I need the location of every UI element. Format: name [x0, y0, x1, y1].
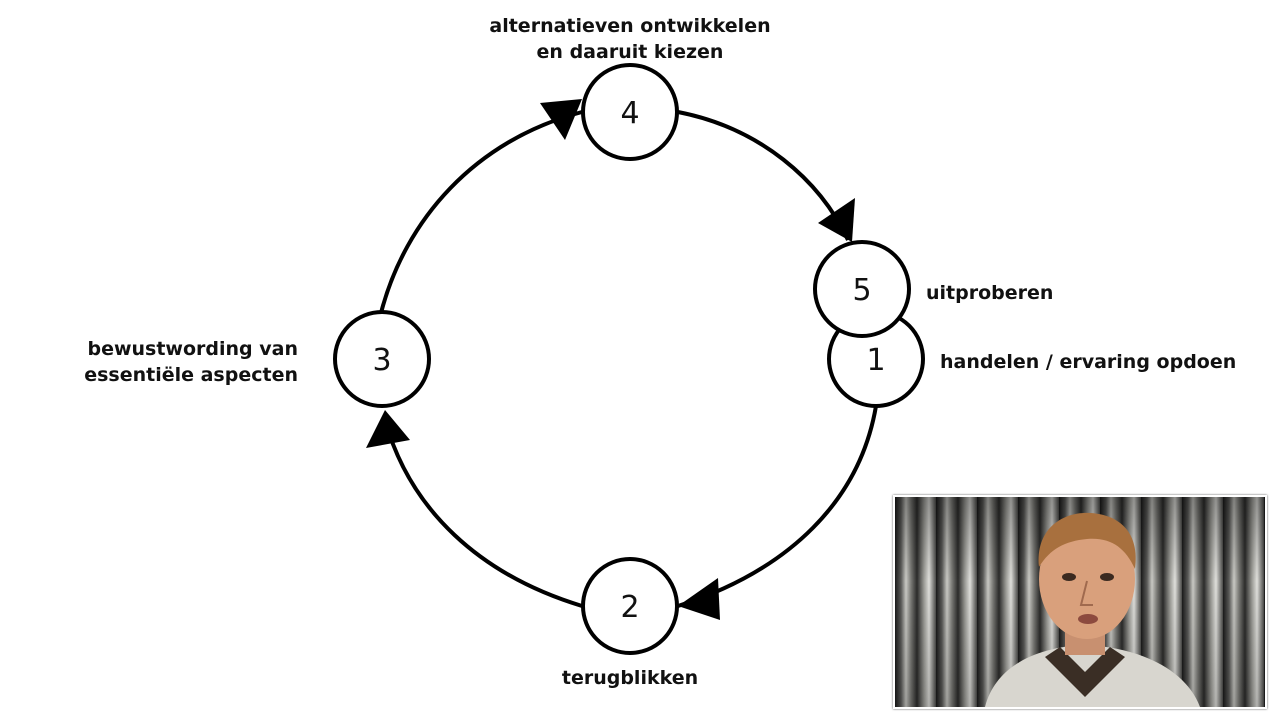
node-3-label-line-1: bewustwording van	[87, 338, 298, 360]
arc-3-to-4	[379, 110, 583, 314]
arrowhead-to-5	[818, 198, 855, 242]
arrowhead-to-4	[540, 99, 582, 140]
node-5-number: 5	[852, 273, 871, 308]
node-1-label: handelen / ervaring opdoen	[940, 351, 1236, 373]
cycle-arcs	[379, 110, 878, 608]
arrowhead-to-3	[366, 410, 410, 448]
node-3-label-line-2: essentiële aspecten	[84, 364, 298, 386]
presenter-video-icon	[985, 512, 1200, 707]
node-4-label-line-1: alternatieven ontwikkelen	[489, 15, 770, 37]
node-2-label: terugblikken	[562, 667, 698, 689]
node-3: 3	[333, 310, 431, 408]
arrowheads	[366, 99, 855, 620]
node-2-number: 2	[620, 590, 639, 625]
node-5-label: uitproberen	[926, 282, 1053, 304]
node-2: 2	[581, 557, 679, 655]
node-3-number: 3	[372, 343, 391, 378]
arrowhead-to-2	[678, 578, 720, 620]
node-1-number: 1	[866, 343, 885, 378]
node-4-label-line-2: en daaruit kiezen	[537, 41, 724, 63]
node-4-number: 4	[620, 96, 639, 131]
arc-2-to-3	[383, 419, 583, 608]
node-5: 5	[813, 240, 911, 338]
node-4: 4	[581, 63, 679, 161]
presenter-video	[893, 495, 1267, 709]
arc-1-to-2	[677, 405, 878, 608]
